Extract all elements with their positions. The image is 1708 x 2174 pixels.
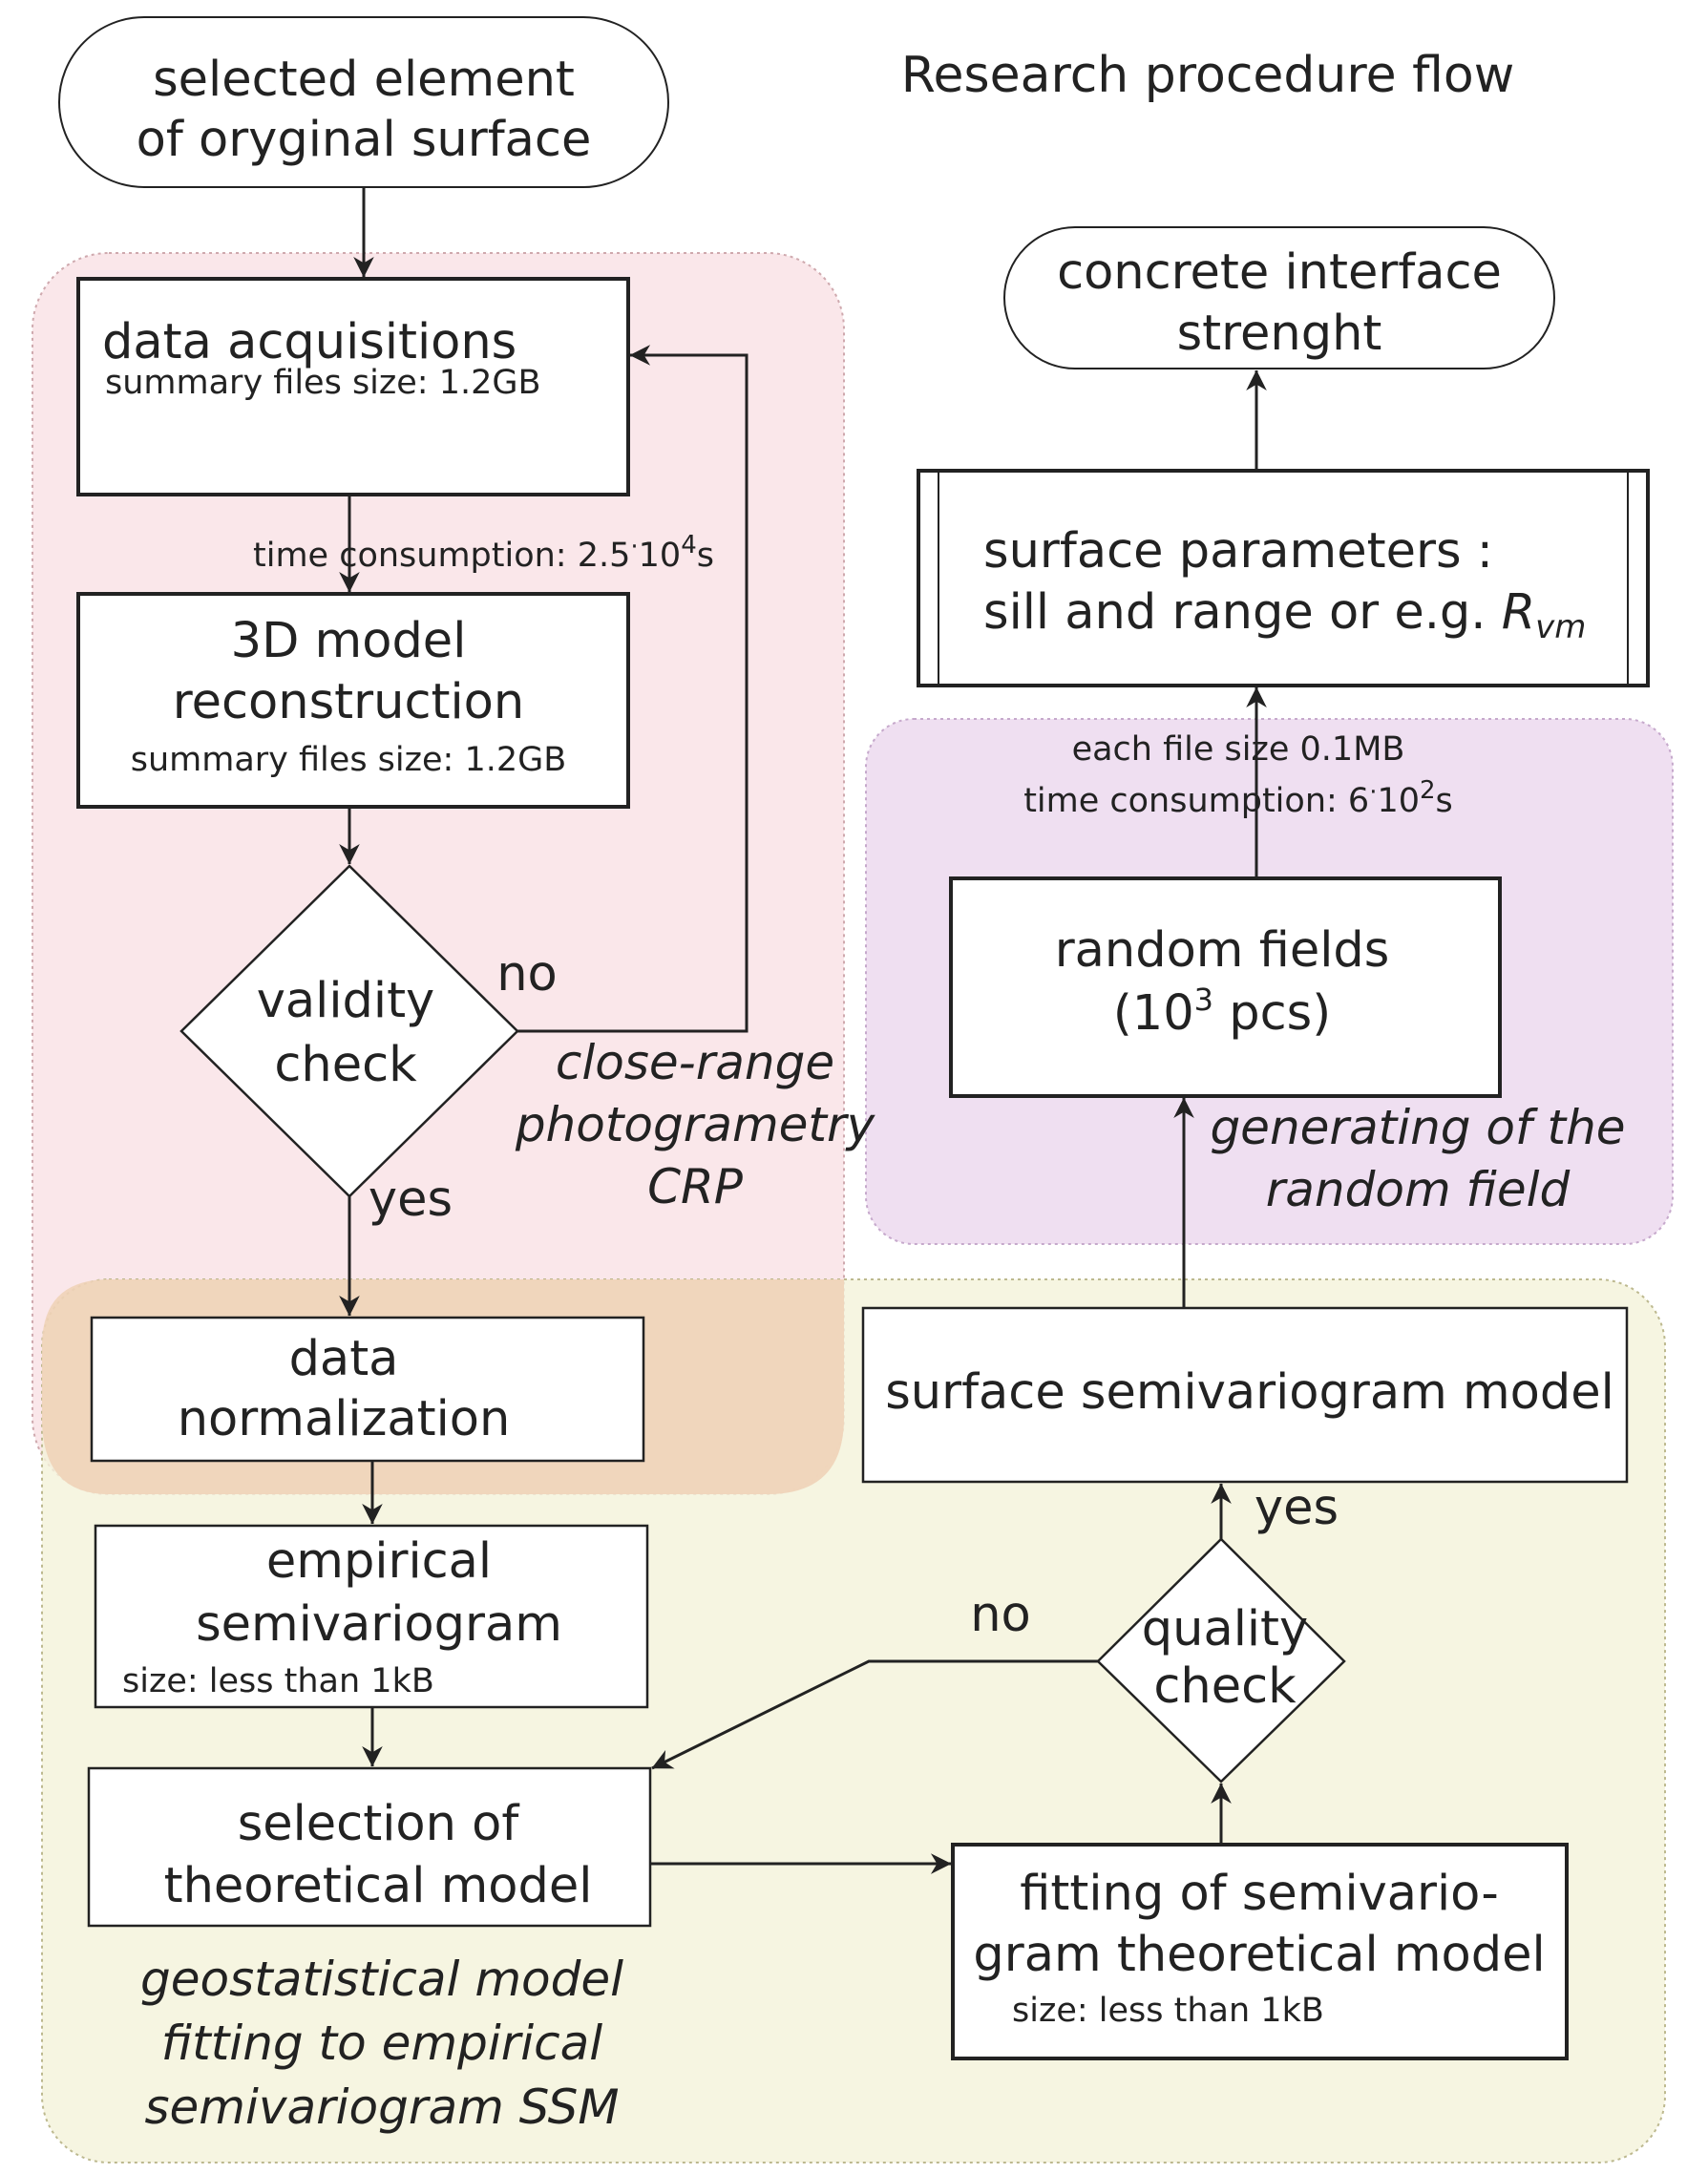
empirical-line1: empirical (266, 1533, 492, 1590)
selection-line2: theoretical model (164, 1858, 593, 1914)
model-reconstruction-line2: reconstruction (173, 674, 524, 730)
edge-quality-no-to-selection (651, 1659, 1098, 1770)
random-fields-line2: (103 pcs) (1113, 981, 1331, 1042)
data-normalization-line2: normalization (178, 1391, 511, 1447)
crp-label-line1: close-range (556, 1035, 834, 1090)
empirical-line2: semivariogram (196, 1596, 562, 1653)
fitting-note: size: less than 1kB (1012, 1992, 1324, 2030)
validity-no-label: no (496, 946, 558, 1003)
fitting-model-box: fitting of semivario- gram theoretical m… (951, 1843, 1569, 2060)
surface-semivariogram-model-box: surface semivariogram model (861, 1306, 1629, 1484)
end-label-line1: concrete interface (1057, 244, 1502, 301)
crp-label-line2: photogrametry (515, 1097, 876, 1152)
empirical-semivariogram-box: empirical semivariogram size: less than … (94, 1524, 649, 1709)
ssm-label-line2: fitting to empirical (161, 2016, 602, 2071)
start-label-line1: selected element (153, 52, 575, 108)
fitting-line2: gram theoretical model (973, 1927, 1545, 1983)
validity-check-diamond: validity check (179, 864, 519, 1198)
start-label-line2: of oryginal surface (137, 112, 592, 168)
model-reconstruction-line1: 3D model (231, 613, 467, 669)
surface-parameters-line2: sill and range or e.g. Rvm (983, 584, 1586, 646)
random-label-line2: random field (1266, 1162, 1571, 1217)
file-size-label: each file size 0.1MB (1072, 730, 1405, 769)
random-label-line1: generating of the (1210, 1100, 1625, 1155)
model-reconstruction-note: summary files size: 1.2GB (131, 741, 567, 779)
surface-semivariogram-model-label: surface semivariogram model (885, 1364, 1614, 1421)
validity-check-line1: validity (257, 973, 435, 1029)
ssm-label-line3: semivariogram SSM (144, 2079, 619, 2135)
crp-label-line3: CRP (647, 1159, 744, 1214)
start-node: selected element of oryginal surface (58, 16, 669, 188)
selection-of-model-box: selection of theoretical model (87, 1766, 652, 1928)
diagram-title: Research procedure flow (901, 47, 1515, 104)
validity-check-line2: check (274, 1037, 417, 1093)
quality-check-line2: check (1153, 1658, 1297, 1715)
quality-check-diamond: quality check (1096, 1537, 1346, 1784)
edge-validity-no-loop (517, 345, 749, 1033)
data-normalization-line1: data (289, 1331, 399, 1387)
data-acquisitions-title: data acquisitions (102, 314, 517, 370)
random-fields-line1: random fields (1055, 922, 1390, 979)
ssm-label-line1: geostatistical model (140, 1952, 623, 2007)
time-consumption-label-2: time consumption: 6·102s (1023, 776, 1453, 820)
data-acquisitions-note: summary files size: 1.2GB (105, 364, 541, 402)
surface-parameters-line1: surface parameters : (983, 523, 1493, 580)
end-node: concrete interface strenght (1003, 226, 1555, 369)
quality-check-line1: quality (1142, 1601, 1308, 1657)
time-consumption-label-1: time consumption: 2.5·104s (253, 531, 714, 575)
fitting-line1: fitting of semivario- (1020, 1866, 1498, 1922)
surface-parameters-box: surface parameters : sill and range or e… (917, 469, 1650, 687)
model-reconstruction-box: 3D model reconstruction summary files si… (76, 592, 630, 809)
validity-yes-label: yes (369, 1171, 453, 1228)
quality-yes-label: yes (1255, 1480, 1339, 1536)
end-label-line2: strenght (1177, 306, 1382, 362)
empirical-note: size: less than 1kB (122, 1662, 434, 1700)
selection-line1: selection of (238, 1796, 520, 1852)
random-fields-box: random fields (103 pcs) (949, 876, 1502, 1098)
data-acquisitions-box: data acquisitions summary files size: 1.… (76, 277, 630, 496)
data-normalization-box: data normalization (90, 1316, 645, 1463)
crp-region (32, 252, 845, 1495)
quality-no-label: no (970, 1587, 1031, 1643)
